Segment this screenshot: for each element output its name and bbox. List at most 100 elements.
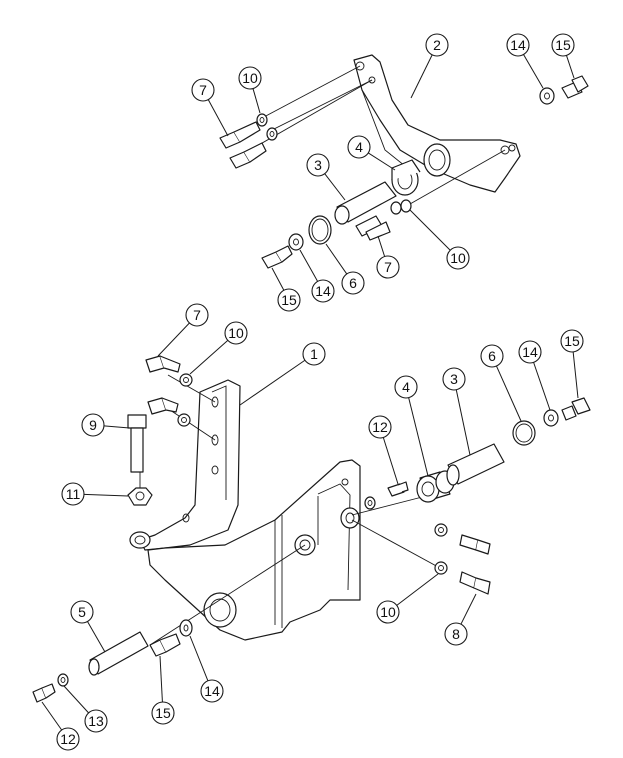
callout-leader: [271, 267, 285, 291]
callout-leader: [239, 359, 306, 406]
callout-leader: [325, 243, 348, 275]
callout-c-5-low: 5: [70, 600, 106, 653]
part-6-ring-low: [512, 420, 536, 446]
callout-number: 11: [66, 486, 81, 502]
callout-c-10-low-b: 10: [376, 573, 439, 624]
callout-circle: [446, 246, 470, 270]
part-15-bolt-low: [561, 397, 591, 421]
callout-leader: [324, 173, 346, 201]
part-11-nut: [127, 487, 153, 506]
callout-circle: [191, 78, 215, 102]
callout-c-6-low: 6: [480, 344, 522, 422]
part-14-washer-low-center: [179, 619, 193, 637]
callout-number: 10: [450, 250, 466, 266]
callout-circle: [61, 482, 85, 506]
callout-c-3-low: 3: [442, 367, 471, 456]
callout-leader: [299, 249, 319, 282]
callout-circle: [277, 288, 301, 312]
part-6-ring-top: [308, 215, 332, 245]
callout-leader: [189, 339, 229, 375]
callout-number: 9: [89, 417, 97, 433]
callout-leader: [523, 54, 544, 89]
callout-c-3-top: 3: [306, 153, 346, 201]
callout-c-7-top-b: 7: [376, 235, 400, 279]
part-5-pin: [88, 631, 149, 676]
part-10-washer-center: [390, 199, 412, 215]
callout-number: 6: [349, 275, 357, 291]
callout-circle: [376, 600, 400, 624]
callout-leader: [455, 389, 471, 456]
callout-circle: [70, 600, 94, 624]
callout-circle: [302, 342, 326, 366]
callout-circle: [238, 66, 262, 90]
part-10-washer-top: [256, 113, 278, 141]
callout-leader: [533, 362, 551, 411]
callout-leader: [189, 635, 209, 681]
callout-number: 5: [78, 604, 86, 620]
callout-number: 3: [314, 157, 322, 173]
callout-c-13-low: 13: [63, 685, 108, 733]
callout-c-10-low: 10: [189, 321, 248, 375]
callout-c-14-low-b: 14: [189, 635, 224, 703]
callout-c-11-low: 11: [61, 482, 129, 506]
part-14-washer-top: [539, 87, 555, 105]
part-4-bushing-top: [391, 143, 451, 196]
part-3-sleeve-top: [334, 181, 397, 225]
callout-leader: [496, 365, 522, 422]
callout-number: 8: [452, 626, 460, 642]
callout-leader: [157, 322, 190, 357]
callout-circle: [551, 33, 575, 57]
callout-c-12-low-b: 12: [41, 701, 80, 751]
callout-circle: [368, 415, 392, 439]
callout-c-1-low: 1: [239, 342, 326, 406]
callout-circle: [84, 709, 108, 733]
callout-number: 12: [372, 419, 388, 435]
callout-c-10-top-b: 10: [409, 209, 470, 270]
callout-circle: [442, 367, 466, 391]
part-14-washer-low: [543, 409, 559, 427]
part-7-bolt-low: [145, 355, 181, 415]
callout-number: 14: [315, 283, 331, 299]
callout-number: 15: [155, 705, 171, 721]
callout-c-7-low: 7: [157, 303, 209, 357]
part-15-bolt-low-center: [149, 633, 181, 657]
callout-c-15-top-b: 15: [271, 267, 301, 312]
callout-circle: [341, 271, 365, 295]
callout-number: 12: [60, 731, 76, 747]
callout-number: 15: [281, 292, 297, 308]
callout-leader: [252, 88, 261, 114]
callout-circle: [306, 153, 330, 177]
callout-circle: [56, 727, 80, 751]
upper-assembly: [219, 54, 589, 269]
part-7-bolt-top: [219, 121, 267, 169]
callout-number: 4: [355, 139, 363, 155]
callout-number: 3: [450, 371, 458, 387]
part-8-bolt: [459, 534, 491, 595]
part-15-bolt-top-left: [261, 245, 293, 269]
callout-number: 10: [242, 70, 258, 86]
callout-leader: [87, 621, 106, 653]
part-15-bolt-top: [561, 75, 589, 99]
lower-assembly: [32, 355, 591, 703]
callout-circle: [480, 344, 504, 368]
part-11-nut-base: [129, 531, 151, 549]
callout-leader: [408, 397, 429, 477]
part-10-washer-low-right: [434, 523, 448, 575]
callout-circle: [394, 375, 418, 399]
part-9-bolt: [127, 414, 147, 473]
part-10-washer-low: [177, 373, 193, 427]
callout-number: 7: [384, 259, 392, 275]
callout-number: 14: [522, 344, 538, 360]
callout-circle: [151, 701, 175, 725]
callout-c-14-top-b: 14: [299, 249, 335, 303]
callout-number: 7: [193, 307, 201, 323]
callout-c-4-low: 4: [394, 375, 429, 477]
callout-leader: [63, 685, 89, 714]
part-12-bolt-center: [387, 481, 409, 497]
callout-c-14-top: 14: [506, 33, 544, 89]
callout-circle: [425, 33, 449, 57]
callout-leader: [41, 701, 63, 731]
callout-circle: [311, 279, 335, 303]
callout-number: 6: [488, 348, 496, 364]
